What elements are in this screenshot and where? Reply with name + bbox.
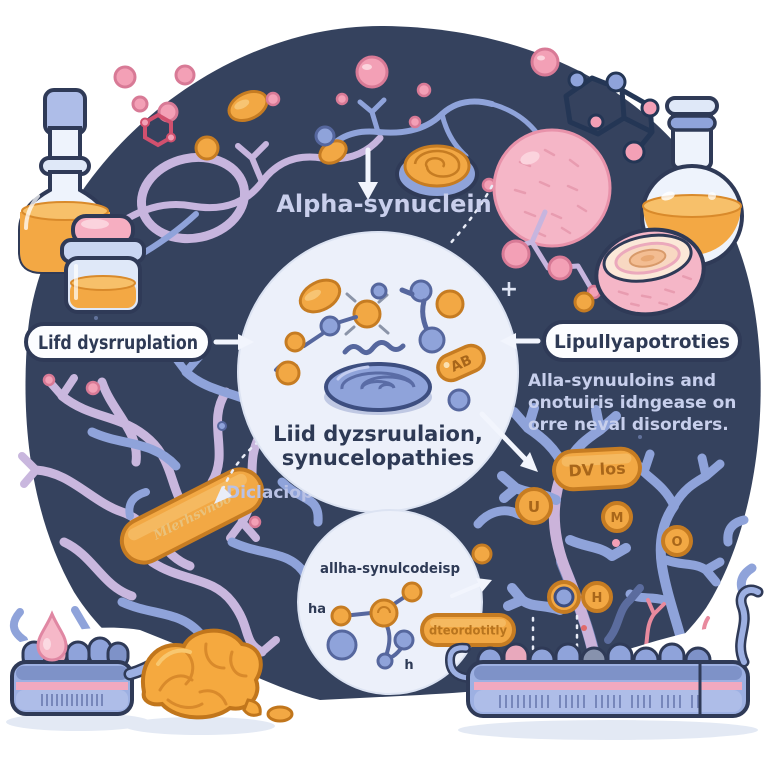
node-u: U [515,487,553,525]
ab-pill-label: AB [448,352,474,375]
small-circle-panel: allha-synulcodeisp ha h dteordotitly [297,509,516,695]
pink-dot [612,539,620,547]
right-label-box: Lipullyapotroties [500,320,742,362]
orange-sphere [275,360,301,386]
arrow-small-right-icon [450,578,492,598]
swirl-cup-icon [395,144,479,200]
right-note-line3: orre neval disorders. [528,415,729,435]
blue-sphere [314,125,336,147]
label-ha: ha [308,602,326,617]
red-hexagon-ring [140,112,176,148]
orange-sphere [573,291,595,313]
center-title-line2: synucelopathies [282,446,475,470]
orange-oval [298,278,342,314]
orange-sphere [284,331,306,353]
plus-sign: + [500,277,518,302]
orange-sphere [435,289,465,319]
blue-sphere [447,388,471,412]
jar-icon [60,214,146,314]
left-network-dots [42,373,262,529]
orange-sphere [194,135,220,161]
blue-sphere [409,279,433,303]
connector-lines [302,315,358,348]
pink-dots [265,82,497,193]
dashed-arrow-icon [214,440,260,504]
node-m: M [601,501,633,533]
squiggle-line [342,340,406,356]
orange-oval [227,89,269,123]
center-title-line1: Liid dyzsruulaion, [273,422,483,446]
red-dot [581,625,587,631]
blue-sphere [319,315,341,337]
small-circle-pill: dteordotitly [420,613,516,647]
pill-tray-left-icon [10,636,179,716]
top-title: Alpha-synuclein [276,190,491,218]
node-o: O [661,525,693,557]
center-circle-panel: AB Liid dyzsruulaion, synucelopathies [237,231,519,513]
top-chain-nodes [194,82,497,200]
diclaciop-caption: Diclaciop [226,483,313,503]
ringed-sphere [547,580,581,614]
node-h-label: H [592,591,603,606]
blue-sphere [326,629,358,661]
navy-skeleton-molecule [563,75,655,155]
arrow-left-icon [500,333,541,349]
sphere-detail [377,606,391,614]
pink-sphere [547,255,573,281]
node-h: H [581,581,613,613]
navy-skeleton-nodes [567,70,660,164]
blue-sphere [370,282,388,300]
blue-sphere [393,629,415,651]
label-h: h [404,658,413,673]
right-note-text: Alla-synuuloins and onotuiris idngease o… [528,371,736,435]
arrow-right-icon [213,334,254,350]
right-note-line2: onotuiris idngease on [528,393,736,413]
blue-sphere [418,326,446,354]
lipid-disc-icon [324,362,432,415]
half-fruit-icon [594,227,706,317]
pink-sphere-cluster [113,47,560,123]
pink-sphere [501,239,531,269]
orange-sphere [401,581,423,603]
orange-sphere [471,543,493,565]
right-note-line1: Alla-synuuloins and [528,371,716,391]
orange-sphere [352,299,382,329]
ab-pill: AB [436,343,486,383]
brain-icon [140,628,294,723]
dv-pill: DV los [552,446,642,492]
node-u-label: U [528,498,540,516]
node-m-label: M [611,511,624,526]
ground-shadows [6,713,758,740]
small-circle-title: allha-synulcodeisp [320,561,460,577]
pink-cell-ball [492,128,612,248]
droplet-icon [36,610,68,662]
pill-tray-right-icon [444,584,764,718]
left-box-label: Lifd dysrruplation [38,333,198,354]
right-box-label: Lipullyapotroties [554,331,730,353]
small-pill-label: dteordotitly [429,623,507,638]
right-cluster: DV los U M O H [471,446,693,631]
blue-sphere [376,652,394,670]
orange-sphere [369,598,399,628]
dv-pill-label: DV los [568,459,626,481]
left-label-box: Lifd dysrruplation [24,322,254,362]
node-o-label: O [671,535,682,550]
orange-sphere [330,605,352,627]
arrow-diagonal-icon [479,411,538,472]
arrow-down-icon [358,147,378,200]
orange-blob [266,705,294,723]
